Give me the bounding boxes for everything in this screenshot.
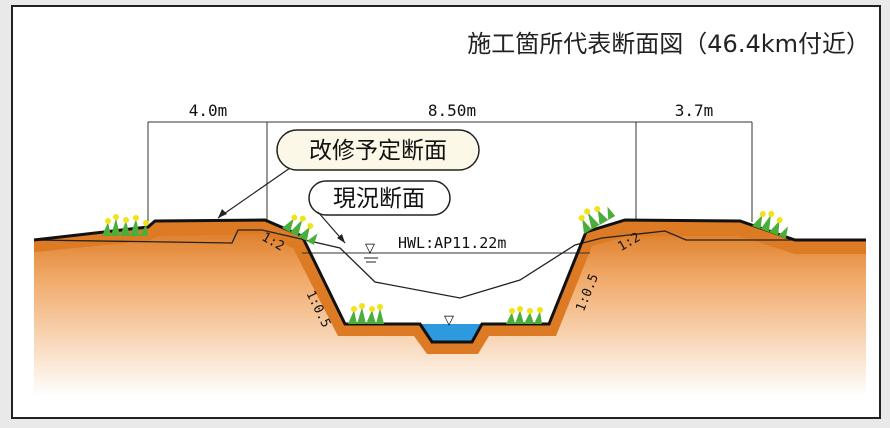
grass-icon	[506, 306, 543, 324]
current-callout-arrowhead	[337, 234, 345, 243]
soil-body	[34, 220, 866, 396]
current-section-callout: 現況断面	[333, 186, 425, 212]
figure-title: 施工箇所代表断面図（46.4km付近）	[467, 30, 870, 58]
current-section-profile	[33, 229, 795, 299]
grass-icon	[348, 303, 384, 324]
planned-section-callout-box	[276, 129, 480, 171]
planned-section-profile	[33, 218, 866, 344]
hwl-triangle-icon: ▽	[365, 241, 375, 256]
planned-callout-arrowhead	[218, 209, 227, 218]
dimension-lines	[147, 121, 753, 227]
planned-section-callout: 改修予定断面	[309, 138, 447, 164]
dim-channel-width: 8.50m	[428, 101, 476, 120]
planned-callout-leader	[217, 167, 291, 219]
dim-left-berm: 4.0m	[189, 101, 228, 120]
hwl-label: HWL:AP11.22m	[398, 234, 506, 252]
grass-icon	[102, 214, 149, 236]
dim-right-berm: 3.7m	[675, 101, 714, 120]
grass-tufts	[102, 206, 789, 324]
grass-icon	[578, 206, 616, 234]
current-section-callout-box	[308, 180, 451, 216]
grass-icon	[752, 210, 789, 239]
grass-icon	[282, 214, 318, 245]
water-level-triangle-icon: ▽	[444, 313, 454, 328]
water-pool	[420, 324, 482, 342]
